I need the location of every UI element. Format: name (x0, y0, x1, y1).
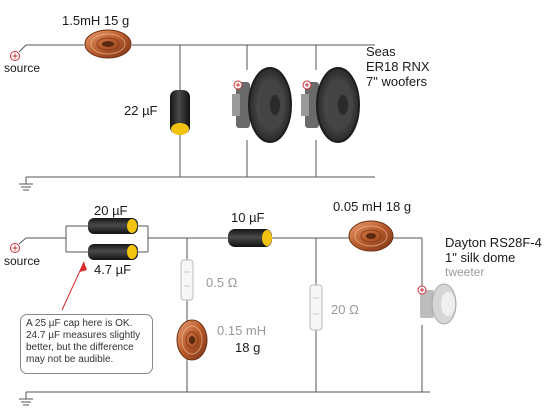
top-source-label: source (4, 61, 41, 75)
tweeter (420, 283, 457, 325)
woofer-label-line2: ER18 RNX (366, 59, 430, 74)
capacitor-4-7uf (88, 244, 138, 260)
inductor-0-05mh-label: 0.05 mH 18 g (333, 199, 412, 214)
resistor-20-ohm (309, 284, 323, 331)
woofer-left (232, 67, 292, 143)
note-pointer-arrow (61, 261, 87, 311)
note-line: 24.7 µF measures slightly (26, 330, 141, 341)
capacitor-note-box: A 25 µF cap here is OK. 24.7 µF measures… (20, 314, 153, 374)
resistor-20-ohm-label: 20 Ω (331, 302, 359, 317)
top-capacitor (170, 90, 190, 135)
capacitor-4-7uf-label: 4.7 µF (94, 262, 132, 277)
capacitor-20uf-label: 20 µF (94, 203, 128, 218)
note-line: better, but the difference (26, 342, 134, 353)
woofer-label-line1: Seas (366, 44, 396, 59)
inductor-0-15mh-label-line2: 18 g (235, 340, 261, 355)
note-line: may not be audible. (26, 354, 114, 365)
top-inductor-label: 1.5mH 15 g (62, 13, 130, 28)
note-line: A 25 µF cap here is OK. (26, 318, 133, 329)
woofer-right (301, 67, 360, 143)
bottom-source-terminal (10, 237, 27, 253)
resistor-0-5-ohm-label: 0.5 Ω (206, 275, 238, 290)
top-circuit-wires (19, 44, 375, 191)
tweeter-label-line2: 1" silk dome (445, 250, 516, 265)
top-capacitor-label: 22 µF (124, 103, 158, 118)
tweeter-label-line3: tweeter (445, 265, 485, 279)
capacitor-20uf (88, 218, 138, 234)
inductor-0-15mh-label-line1: 0.15 mH (217, 323, 267, 338)
woofer-label-line3: 7" woofers (366, 74, 427, 89)
resistor-0-5-ohm (180, 259, 194, 301)
top-inductor-coil (84, 29, 132, 59)
inductor-0-15mh (176, 319, 208, 361)
inductor-0-05mh (348, 220, 394, 252)
bottom-source-label: source (4, 254, 41, 268)
woofer-terminals (233, 80, 312, 90)
tweeter-label-line1: Dayton RS28F-4 (445, 235, 542, 250)
tweeter-terminal (417, 285, 427, 295)
capacitor-10uf (228, 229, 272, 247)
top-source-terminal (10, 44, 27, 61)
capacitor-10uf-label: 10 µF (231, 210, 265, 225)
